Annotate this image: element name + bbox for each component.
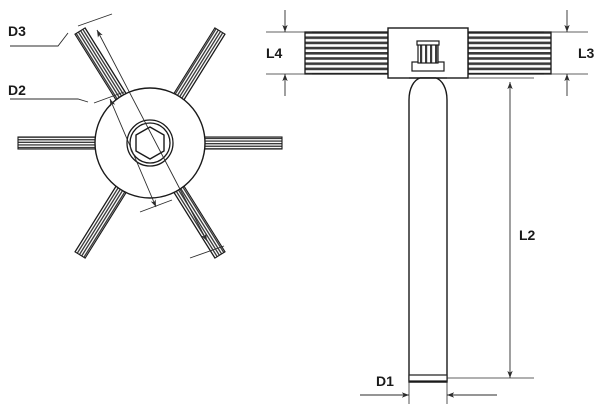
dimension-label-l3: L3 (578, 45, 595, 61)
dimension-label-d3: D3 (8, 23, 26, 39)
dimension-l3: L3 (544, 10, 595, 96)
dimension-l2: L2 (447, 77, 536, 379)
side-view: L4 L3 L2 D1 (266, 10, 595, 404)
dimension-label-d2: D2 (8, 82, 26, 98)
dimension-l4: L4 (266, 10, 312, 96)
boss-spline (417, 43, 439, 64)
top-view: D3 D2 (8, 13, 283, 259)
boss-cap (416, 40, 440, 46)
blade-pack-right (467, 31, 552, 75)
dimension-label-l4: L4 (266, 45, 283, 61)
dimension-label-l2: L2 (519, 227, 536, 243)
dimension-d1: D1 (360, 373, 497, 404)
shaft-body (408, 77, 448, 383)
shaft-end-band (408, 374, 448, 382)
dimension-label-d1: D1 (376, 373, 394, 389)
dimension-d2: D2 (8, 82, 173, 213)
blade-pack-left (304, 31, 389, 75)
